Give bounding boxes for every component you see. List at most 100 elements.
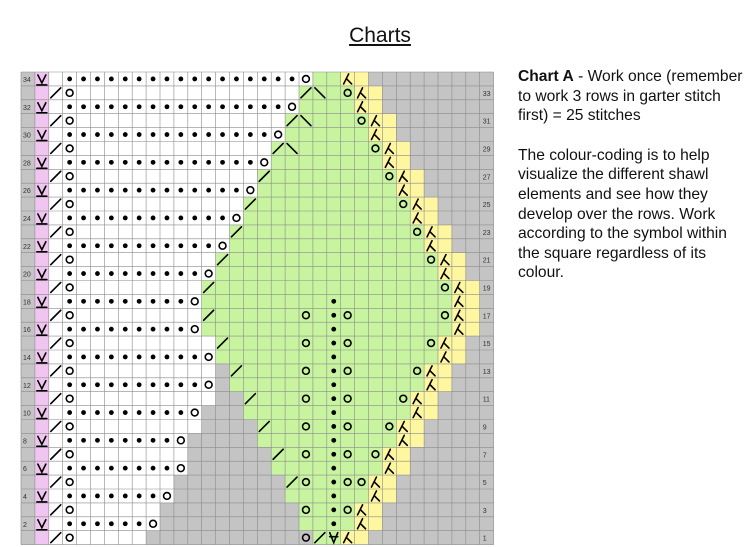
chart-cell [257,224,272,239]
purl-dot-symbol [289,76,295,82]
chart-cell [368,252,383,267]
chart-cell [396,461,411,476]
chart-cell [382,489,397,503]
purl-dot-symbol [67,159,73,165]
yarn-over-symbol [301,311,311,320]
chart-cell [340,211,355,225]
purl-dot-symbol [164,437,170,443]
chart-cell [340,322,355,337]
purl-dot-symbol [108,410,114,415]
purl-dot-symbol [95,159,100,165]
chart-cell [187,308,202,323]
chart-cell [62,197,77,211]
chart-cell [368,363,383,378]
purl-dot-symbol [206,159,212,165]
chart-cell [396,377,411,392]
yarn-over-symbol [176,436,186,445]
chart-cell [271,391,286,406]
purl-dot-symbol [150,437,156,443]
chart-cell [118,252,133,267]
chart-cell [396,280,411,295]
chart-cell [187,433,202,448]
chart-cell [451,391,466,406]
chart-cell [438,72,452,86]
chart-cell [285,405,299,420]
purl-dot-symbol [122,159,128,165]
yarn-over-symbol [190,297,199,306]
chart-cell [76,391,91,406]
chart-cell [479,391,494,406]
chart-cell [326,141,341,156]
chart-cell [229,475,244,489]
chart-cell [187,224,202,239]
chart-cell [243,294,258,309]
purl-dot-symbol [178,410,184,415]
chart-cell [271,280,286,295]
chart-cell [368,238,383,253]
chart-cell [132,224,147,239]
chart-cell [187,419,202,434]
row-number-label: 1 [483,536,487,543]
chart-cell [229,489,244,503]
chart-cell [21,336,35,350]
chart-cell [396,294,411,309]
k2tog-symbol [286,476,298,488]
purl-dot-symbol [234,104,239,110]
chart-cell [187,461,202,476]
chart-cell [465,127,480,142]
yarn-over-symbol [65,227,74,237]
chart-cell [465,252,480,267]
purl-dot-symbol [122,326,128,332]
chart-cell [438,224,452,239]
purl-dot-symbol [81,326,86,332]
chart-cell [438,238,452,253]
chart-cell [62,308,77,323]
yarn-over-symbol [204,380,213,389]
chart-cell [90,141,105,156]
decrease-symbol [426,378,436,391]
purl-dot-symbol [67,132,73,137]
chart-cell [173,308,188,323]
purl-dot-symbol [108,354,114,360]
decrease-symbol [454,281,464,294]
chart-cell [465,113,480,128]
purl-dot-symbol [331,298,337,304]
chart-cell [354,169,369,184]
chart-cell [438,155,452,170]
chart-cell [312,461,327,476]
chart-cell [146,502,160,517]
chart-cell [479,433,494,448]
yarn-over-symbol [148,519,158,528]
chart-cell [299,155,313,170]
purl-dot-symbol [108,465,114,471]
chart-cell [312,516,327,531]
chart-cell [173,363,188,378]
chart-cell [215,322,230,337]
chart-cell [90,363,105,378]
chart-cell [299,197,313,211]
purl-dot-symbol [150,465,156,471]
chart-cell [21,447,35,462]
chart-cell [451,447,466,462]
chart-cell [21,516,35,531]
chart-cell [187,363,202,378]
chart-cell [312,433,327,448]
chart-cell [410,155,425,170]
chart-cell [257,238,272,253]
k2tog-symbol [49,420,62,433]
purl-dot-symbol [108,187,114,193]
k2tog-symbol [202,309,215,322]
yarn-over-symbol [65,338,74,348]
purl-dot-symbol [220,132,225,137]
purl-dot-symbol [122,215,128,221]
chart-cell [201,169,216,184]
chart-cell [326,238,341,253]
chart-cell [104,530,119,545]
chart-cell [229,377,244,392]
purl-dot-symbol [81,298,86,304]
chart-cell [104,447,119,462]
chart-cell [465,377,480,392]
purl-dot-symbol [95,521,100,527]
chart-cell [396,502,411,517]
chart-cell [146,516,160,531]
